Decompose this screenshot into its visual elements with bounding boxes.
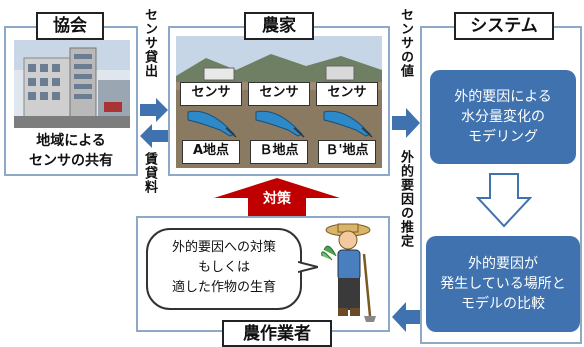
rental-fee-arrow: [140, 124, 168, 148]
farmer-title: 農作業者: [222, 320, 332, 347]
modeling-line3: モデリング: [468, 129, 538, 145]
farm-title: 農家: [244, 12, 314, 40]
comparison-box: 外的要因が 発生している場所と モデルの比較: [426, 236, 580, 332]
comparison-line2: 発生している場所と: [440, 276, 566, 292]
sensor-2-device: [255, 110, 305, 138]
modeling-box: 外的要因による 水分量変化の モデリング: [430, 70, 576, 164]
sensor-3-label: センサ: [316, 82, 378, 106]
comparison-line1: 外的要因が: [468, 256, 538, 272]
countermeasure-label: 対策: [263, 191, 291, 207]
sensor-value-arrow: [392, 108, 420, 138]
comparison-line3: モデルの比較: [461, 296, 545, 312]
point-b-label: Ｂ地点: [250, 140, 308, 164]
estimate-arrow: [392, 302, 420, 332]
rental-fee-label: 賃貸料: [142, 152, 157, 194]
lending-arrow: [140, 98, 168, 122]
farmer-speech-bubble: 外的要因への対策 もしくは 適した作物の生育: [146, 228, 302, 310]
bubble-line2: もしくは: [197, 260, 250, 275]
farmer-figure: [321, 223, 376, 322]
bubble-line1: 外的要因への対策: [171, 240, 276, 255]
association-building-image: [14, 40, 130, 128]
point-a-label: A地点: [182, 140, 240, 164]
down-arrow: [476, 173, 532, 228]
external-estimate-label: 外的要因の推定: [398, 150, 413, 248]
modeling-line1: 外的要因による: [454, 89, 552, 105]
bubble-tail: [298, 260, 318, 274]
farm-panel: センサ センサ センサ A地点 Ｂ地点 Ｂ'地点: [168, 26, 390, 176]
sensor-2-label: センサ: [248, 82, 310, 106]
point-b-prime-label: Ｂ'地点: [318, 140, 376, 164]
association-caption-line2: センサの共有: [29, 153, 113, 169]
sensor-lending-label: センサ貸出: [142, 8, 157, 78]
sensor-3-device: [323, 110, 373, 138]
system-title: システム: [454, 12, 554, 40]
countermeasure-arrow: [214, 178, 340, 220]
association-title: 協会: [36, 12, 104, 40]
bubble-line3: 適した作物の生育: [171, 280, 276, 295]
sensor-1-label: センサ: [180, 82, 242, 106]
association-panel: 地域による センサの共有: [4, 26, 138, 176]
modeling-line2: 水分量変化の: [461, 109, 545, 125]
sensor-1-device: [187, 110, 237, 138]
sensor-value-label: センサの値: [398, 8, 413, 78]
association-caption-line1: 地域による: [36, 133, 106, 149]
